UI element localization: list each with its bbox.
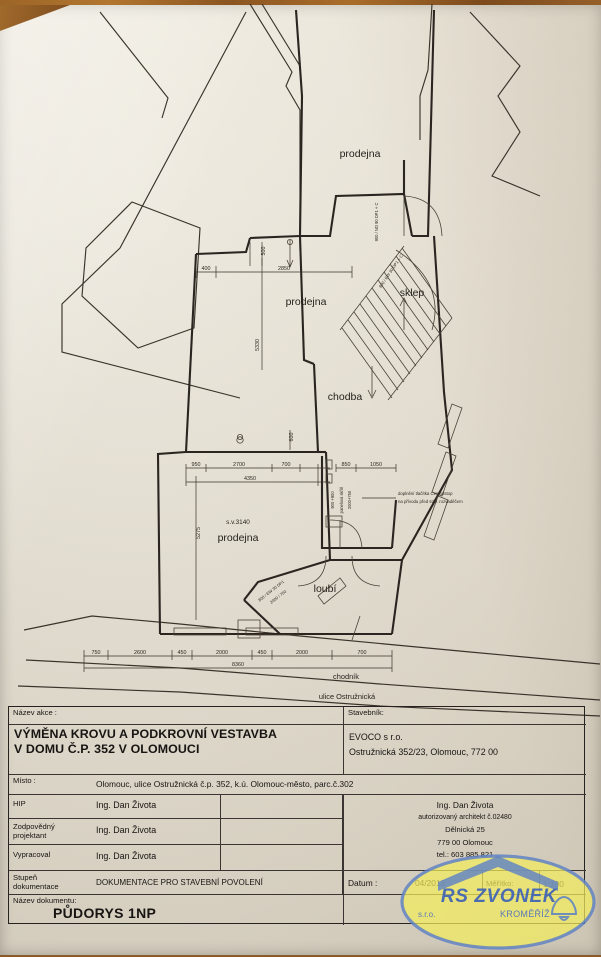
annotation-centralstop-line1: doplnění tlačítka Centralstop — [398, 491, 453, 496]
architect-authorization: autorizovaný architekt č.02480 — [418, 813, 512, 821]
note-panel-size: 2000+750 — [347, 490, 352, 509]
label-meritko: Měřítko: — [483, 871, 539, 895]
architect-name: Ing. Dan Života — [436, 800, 494, 810]
dim-upper-400: 400 — [202, 266, 211, 272]
ceiling-height-label: s.v.3140 — [226, 519, 250, 526]
dim-bottom-2000b: 2000 — [296, 650, 308, 656]
dim-mid-2700: 2700 — [233, 462, 245, 468]
room-label-chodba: chodba — [328, 391, 363, 403]
site-context-lines — [17, 3, 601, 717]
note-panel-cabinet: panelová skříň — [339, 486, 344, 513]
note-door-800-ew30: 800 / EW 30 DP1 + C — [378, 253, 404, 288]
staircase-sklep — [339, 245, 453, 401]
note-panel-height: 900 +900 — [330, 491, 335, 509]
misto-value: Olomouc, ulice Ostružnická č.p. 352, k.ú… — [91, 775, 586, 795]
datum-value: 04/2013 — [411, 871, 483, 895]
label-stavebnik: Stavebník: — [343, 707, 586, 725]
dim-mid-1050: 1050 — [370, 462, 382, 468]
label-vypracoval: Vypracoval — [9, 845, 91, 871]
dim-bottom-2000a: 2000 — [216, 650, 228, 656]
client-name: EVOCO s r.o. — [349, 732, 403, 742]
sanitary-fixtures — [236, 436, 343, 528]
architect-street: Dělnická 25 — [445, 825, 485, 835]
meritko-value: 1:100 — [539, 871, 586, 895]
label-zodpovedny-projektant: Zodpovědný projektant — [9, 819, 91, 845]
room-label-prodejna-3: prodejna — [218, 532, 259, 544]
annotation-centralstop-line2: na přívodu před stáv. rozvaděčem — [398, 499, 463, 504]
stair-direction-arrow-2 — [367, 366, 377, 399]
label-stupen-line1: Stupeň — [13, 873, 38, 882]
dim-vertical-5330: 5330 — [255, 339, 261, 351]
stair-swing-line — [395, 249, 436, 331]
vypracoval-value: Ing. Dan Života — [91, 845, 221, 871]
client-block: EVOCO s r.o. Ostružnická 352/23, Olomouc… — [343, 725, 586, 775]
room-label-sklep: sklep — [400, 287, 425, 299]
door-symbols — [297, 195, 443, 587]
room-label-prodejna-2: prodejna — [286, 296, 327, 308]
dim-mid-700: 700 — [282, 462, 291, 468]
label-misto: Místo : — [9, 775, 91, 795]
dim-bottom-700: 700 — [358, 650, 367, 656]
label-zodp-line2: projektant — [13, 830, 47, 840]
project-title: VÝMĚNA KROVU A PODKROVNÍ VESTAVBA V DOMU… — [9, 725, 343, 775]
dimension-arrows — [236, 238, 294, 440]
dim-bottom-450a: 450 — [178, 650, 187, 656]
dim-mid-850: 850 — [342, 462, 351, 468]
label-chodnik: chodník — [333, 672, 359, 681]
sheet-title: PŮDORYS 1NP — [53, 905, 157, 921]
adjacent-building-outline — [81, 201, 201, 349]
hip-value: Ing. Dan Života — [91, 795, 221, 819]
title-block: Název akce : Stavebník: VÝMĚNA KROVU A P… — [8, 706, 586, 925]
dim-bottom-total-8360: 8360 — [232, 662, 244, 668]
architect-phone: tel.: 603 885 821 — [436, 850, 494, 860]
zodpovedny-signature-cell — [221, 819, 343, 845]
label-stupen-line2: dokumentace — [13, 881, 59, 891]
hip-signature-cell — [221, 795, 343, 819]
dim-mid-950: 950 — [192, 462, 201, 468]
dim-mid-total-4350: 4350 — [244, 476, 256, 482]
label-stupen-dokumentace: Stupeň dokumentace — [9, 871, 91, 895]
label-nazev-akce: Název akce : — [9, 707, 343, 725]
zodpovedny-value: Ing. Dan Života — [91, 819, 221, 845]
label-datum: Datum : — [343, 871, 411, 895]
label-hip: HIP — [9, 795, 91, 819]
label-zodp-line1: Zodpovědný — [13, 822, 55, 831]
dim-bottom-2600: 2600 — [134, 650, 146, 656]
dimension-lines — [83, 242, 397, 672]
project-title-line1: VÝMĚNA KROVU A PODKROVNÍ VESTAVBA — [14, 727, 278, 741]
label-nazev-dokumentu: Název dokumentu: — [13, 895, 77, 905]
dim-bottom-450b: 450 — [258, 650, 267, 656]
stair-direction-arrow — [399, 297, 409, 330]
nazev-dokumentu-right-cell — [343, 895, 586, 925]
vypracoval-signature-cell — [221, 845, 343, 871]
label-ulice-ostruznicka: ulice Ostružnická — [319, 692, 376, 701]
window-openings-right — [317, 403, 463, 641]
architect-block: Ing. Dan Života autorizovaný architekt č… — [343, 795, 586, 871]
architect-city: 779 00 Olomouc — [437, 837, 493, 847]
client-address: Ostružnická 352/23, Olomouc, 772 00 — [349, 747, 498, 758]
room-label-loubi: loubí — [314, 583, 337, 595]
stupen-value: DOKUMENTACE PRO STAVEBNÍ POVOLENÍ — [91, 871, 343, 895]
project-title-line2: V DOMU Č.P. 352 V OLOMOUCI — [14, 742, 200, 757]
dim-vertical-500: 500 — [261, 247, 267, 256]
dim-vertical-600: 600 — [289, 433, 295, 442]
dim-vertical-5275: 5275 — [196, 527, 202, 539]
room-label-prodejna-1: prodejna — [340, 148, 381, 160]
note-door-900-no90: 900 / NO 90 DP1 + C — [374, 203, 379, 242]
windows-street-facade — [173, 619, 299, 639]
dim-upper-2850: 2850 — [278, 266, 290, 272]
dim-bottom-750: 750 — [92, 650, 101, 656]
